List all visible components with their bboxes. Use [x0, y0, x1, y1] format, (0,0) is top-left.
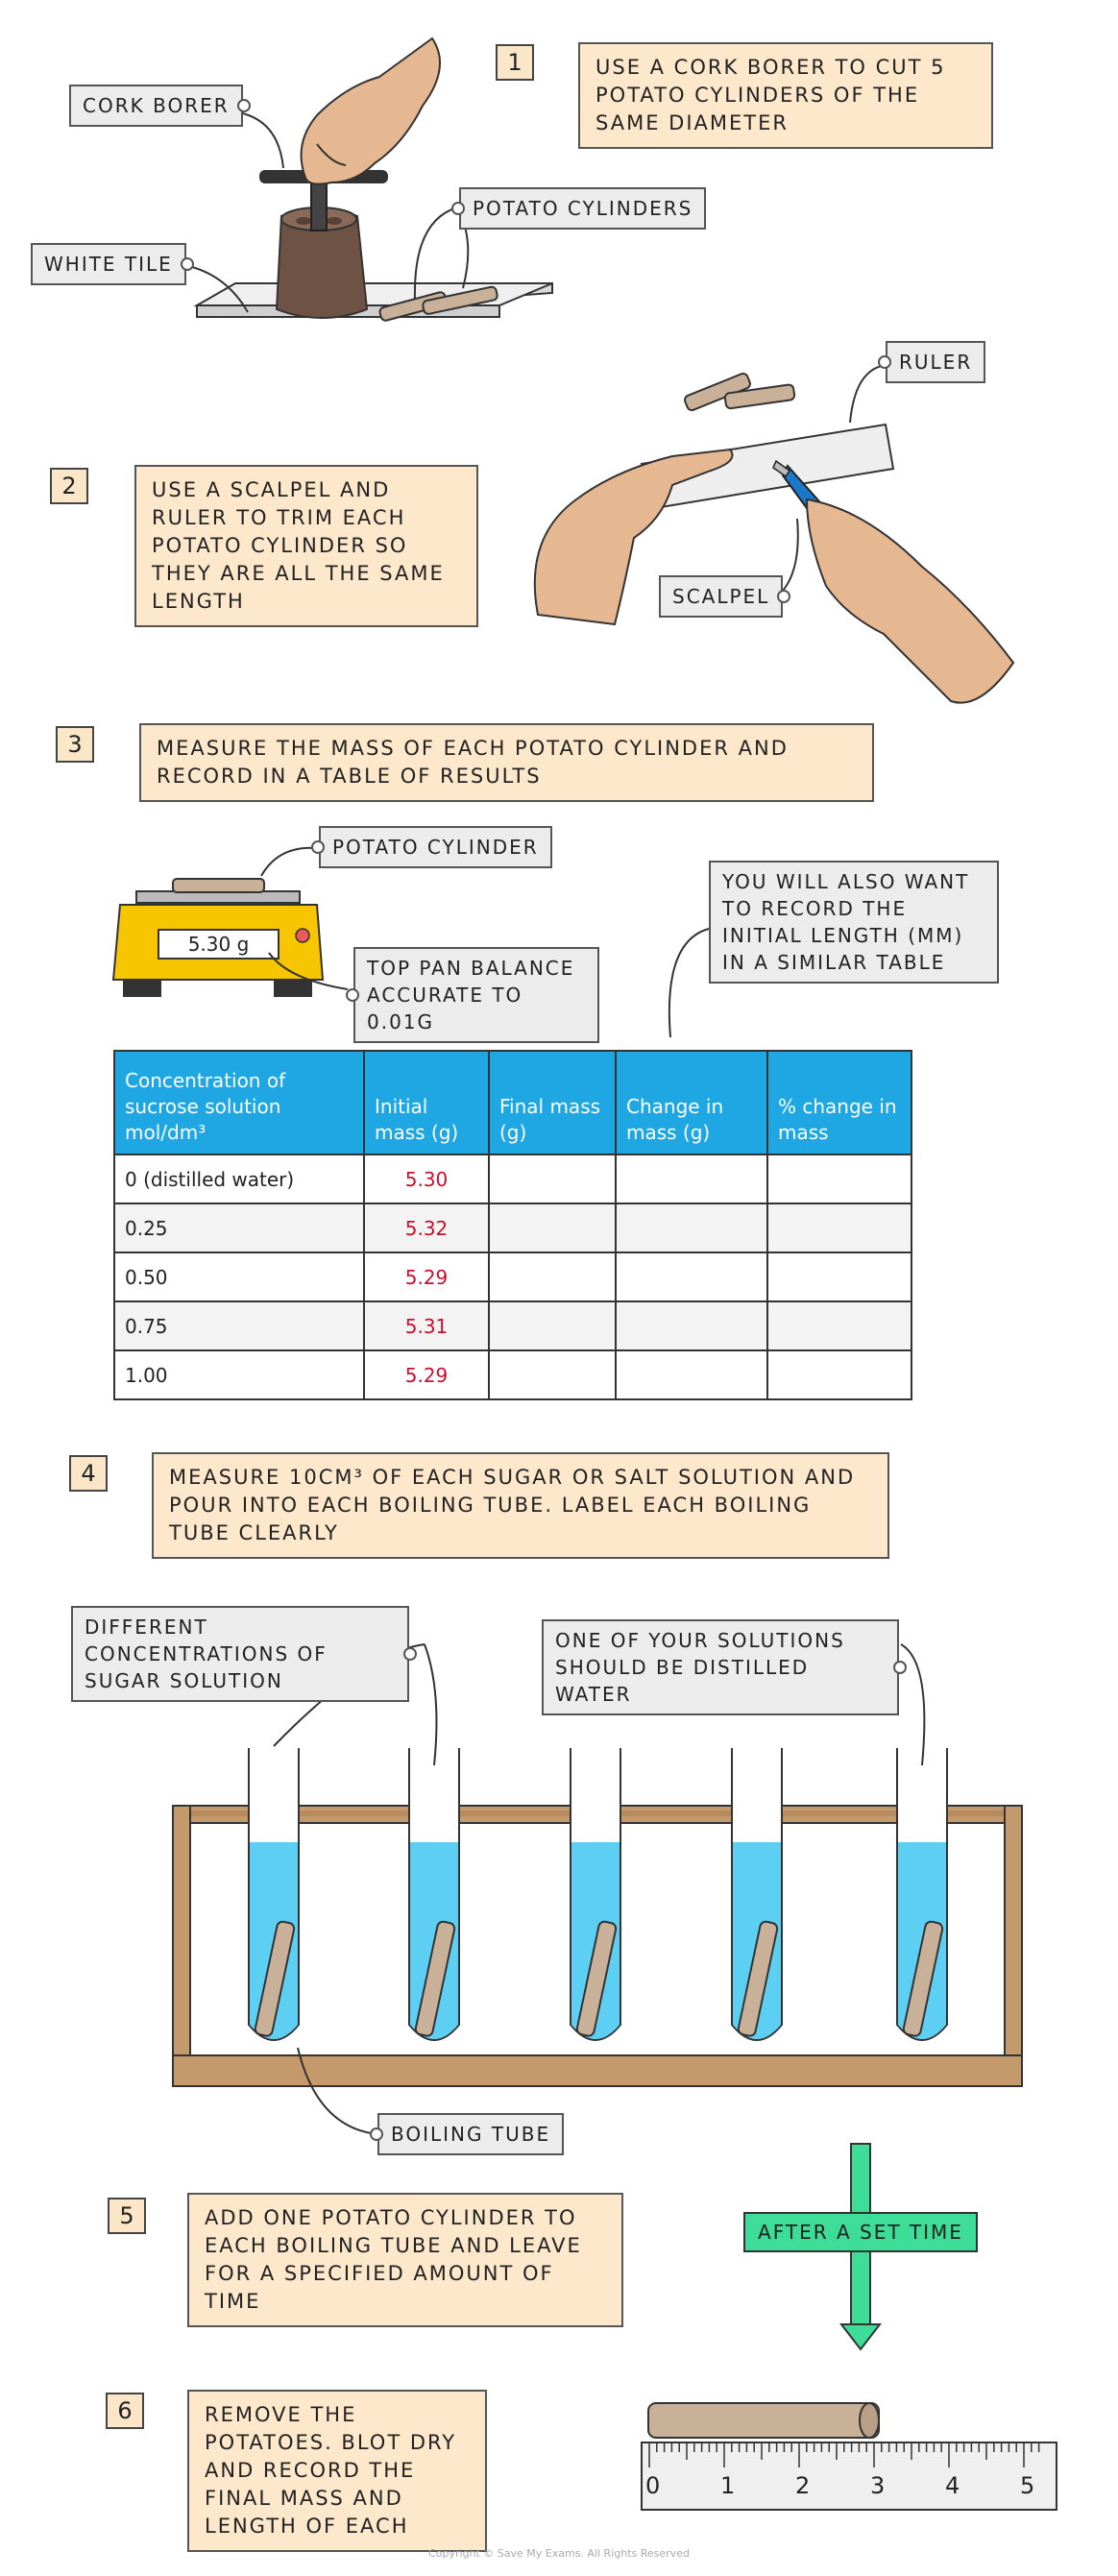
ruler-number: 2	[795, 2472, 811, 2499]
potato-cylinders-label: POTATO CYLINDERS	[450, 187, 707, 230]
ruler-number: 1	[720, 2472, 736, 2499]
distilled-water-note: ONE OF YOUR SOLUTIONS SHOULD BE DISTILLE…	[542, 1619, 907, 1715]
ruler-number: 3	[870, 2472, 886, 2499]
cell-concentration: 1.00	[113, 1349, 365, 1400]
boiling-tubes	[248, 1748, 948, 2041]
step-1-instruction: USE A CORK BORER TO CUT 5 POTATO CYLINDE…	[578, 42, 993, 149]
header-concentration: Concentration of sucrose solution mol/dm…	[113, 1050, 365, 1155]
cell-initial-mass: 5.32	[363, 1203, 490, 1253]
potato-piece	[254, 1920, 296, 2037]
ruler-label: RULER	[877, 341, 986, 383]
cell-change-in-mass	[615, 1252, 768, 1302]
step-1-number: 1	[496, 44, 534, 81]
cell-final-mass	[488, 1252, 617, 1302]
white-tile-label: WHITE TILE	[31, 243, 194, 285]
potato-piece	[575, 1920, 618, 2037]
different-concentrations-label: DIFFERENT CONCENTRATIONS OF SUGAR SOLUTI…	[71, 1606, 417, 1702]
results-table: Concentration of sucrose solution mol/dm…	[113, 1050, 912, 1400]
cell-percent-change	[766, 1154, 912, 1204]
cell-change-in-mass	[615, 1203, 768, 1253]
cell-concentration: 0 (distilled water)	[113, 1154, 365, 1204]
cell-initial-mass: 5.31	[363, 1300, 490, 1351]
step-2-number: 2	[50, 468, 88, 504]
table-row: 1.00 5.29	[113, 1349, 912, 1400]
step-2-instruction: USE A SCALPEL AND RULER TO TRIM EACH POT…	[134, 465, 478, 627]
cell-concentration: 0.50	[113, 1252, 365, 1302]
cell-change-in-mass	[615, 1154, 768, 1204]
potato-cylinders-icon	[378, 285, 498, 322]
step-4-instruction: MEASURE 10cm³ OF EACH SUGAR OR SALT SOLU…	[152, 1452, 889, 1559]
header-final-mass: Final mass (g)	[488, 1050, 617, 1155]
cell-final-mass	[488, 1300, 617, 1351]
cell-percent-change	[766, 1252, 912, 1302]
ruler-number: 0	[645, 2472, 661, 2499]
table-row: 0.25 5.32	[113, 1203, 912, 1253]
step-6-instruction: REMOVE THE POTATOES. BLOT DRY AND RECORD…	[187, 2390, 487, 2552]
header-initial-mass: Initial mass (g)	[363, 1050, 490, 1155]
cut-cylinders-icon	[684, 372, 796, 412]
cell-initial-mass: 5.30	[363, 1154, 490, 1204]
cell-percent-change	[766, 1300, 912, 1351]
table-header-row: Concentration of sucrose solution mol/dm…	[113, 1050, 912, 1155]
balance-icon	[111, 878, 325, 997]
cell-initial-mass: 5.29	[363, 1349, 490, 1400]
header-change-in-mass: Change in mass (g)	[615, 1050, 768, 1155]
hand-right-icon	[805, 498, 1015, 704]
boiling-tube-label: BOILING TUBE	[369, 2113, 565, 2155]
copyright-text: Copyright © Save My Exams. All Rights Re…	[428, 2547, 690, 2560]
hand-left-icon	[533, 448, 734, 626]
potato-piece	[737, 1920, 779, 2037]
table-row: 0.75 5.31	[113, 1300, 912, 1351]
step-6-number: 6	[106, 2393, 144, 2429]
cell-percent-change	[766, 1349, 912, 1400]
cell-final-mass	[488, 1154, 617, 1204]
table-row: 0.50 5.29	[113, 1252, 912, 1302]
step-5-number: 5	[108, 2198, 146, 2234]
header-percent-change: % change in mass	[766, 1050, 912, 1155]
hand-top-icon	[300, 36, 441, 185]
cell-change-in-mass	[615, 1300, 768, 1351]
white-tile	[193, 281, 553, 319]
scalpel-label: SCALPEL	[659, 575, 791, 618]
balance-display: 5.30 g	[187, 933, 250, 956]
cork-borer-label: CORK BORER	[69, 85, 251, 127]
initial-length-note: YOU WILL ALSO WANT TO RECORD THE INITIAL…	[709, 861, 999, 984]
potato-piece	[414, 1920, 456, 2037]
cell-final-mass	[488, 1203, 617, 1253]
cell-final-mass	[488, 1349, 617, 1400]
cell-percent-change	[766, 1203, 912, 1253]
cell-concentration: 0.25	[113, 1203, 365, 1253]
after-set-time-label: AFTER A SET TIME	[743, 2212, 978, 2252]
cell-concentration: 0.75	[113, 1300, 365, 1351]
ruler-ticks	[648, 2442, 1040, 2467]
ruler-number: 4	[945, 2472, 960, 2499]
ruler-scale: 0 1 2 3 4 5	[642, 2472, 1057, 2501]
table-row: 0 (distilled water) 5.30	[113, 1154, 912, 1204]
leader-lines	[183, 111, 926, 2135]
step-5-instruction: ADD ONE POTATO CYLINDER TO EACH BOILING …	[187, 2193, 623, 2327]
measure-ruler-icon	[641, 2442, 1057, 2511]
balance-label: TOP PAN BALANCE ACCURATE TO 0.01g	[346, 947, 599, 1043]
potato-piece	[902, 1920, 944, 2037]
step-3-instruction: MEASURE THE MASS OF EACH POTATO CYLINDER…	[139, 723, 874, 802]
cell-change-in-mass	[615, 1349, 768, 1400]
potato-cylinder-label: POTATO CYLINDER	[311, 826, 552, 868]
step-3-number: 3	[56, 726, 94, 763]
ruler-number: 5	[1020, 2472, 1035, 2499]
measured-potato-icon	[647, 2402, 880, 2439]
step-4-number: 4	[69, 1455, 108, 1492]
cell-initial-mass: 5.29	[363, 1252, 490, 1302]
